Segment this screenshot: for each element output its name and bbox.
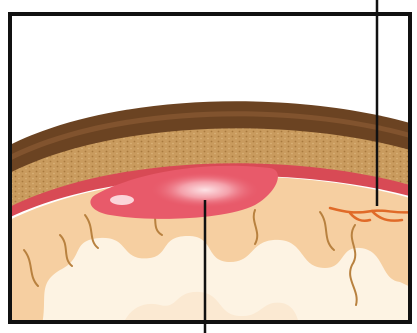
- cross-section-layers: [0, 101, 417, 333]
- hematoma-spot: [110, 195, 134, 205]
